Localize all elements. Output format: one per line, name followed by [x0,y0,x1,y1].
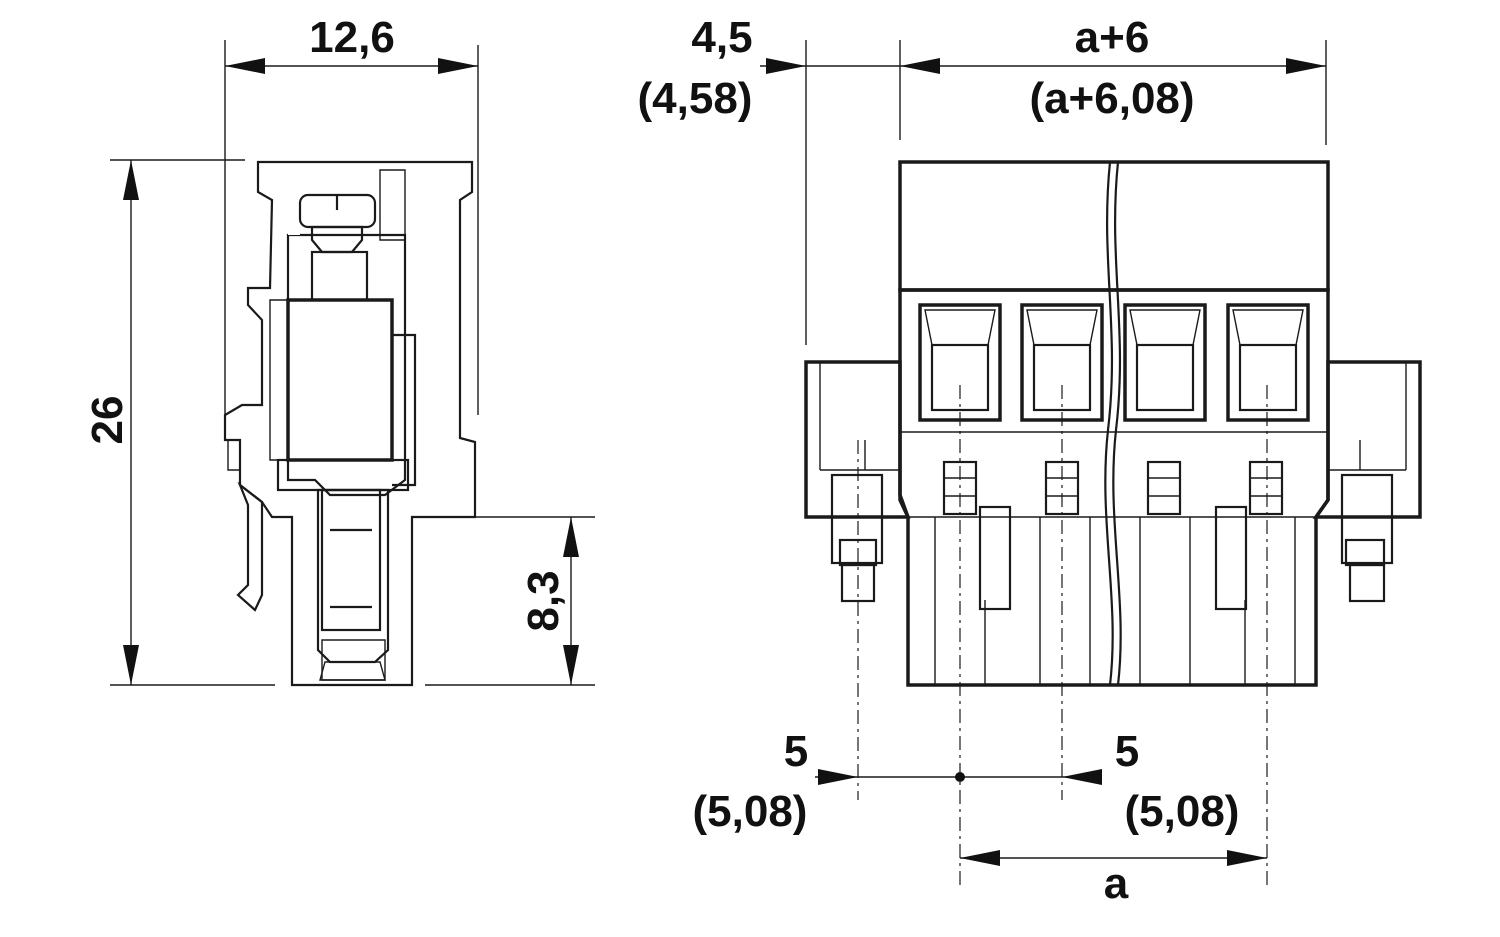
offset-label: 4,5 [691,13,752,62]
terminal-openings [918,303,1310,422]
terminal-opening [1123,303,1207,422]
pin-centerlines [857,385,1268,885]
offset-alt-label: (4,58) [638,74,753,123]
terminal-opening [1226,303,1310,422]
flange-screws [830,473,1394,603]
height-label: 26 [83,396,132,445]
test-opening [1146,460,1182,516]
side-view: 12,6 26 8,3 [83,13,595,687]
width-dimension: 12,6 [225,13,478,74]
test-opening [1248,460,1284,516]
span-label: a [1104,859,1129,908]
screw-terminal [276,193,417,681]
terminal-opening [918,303,1002,422]
pin-length-dimension: 8,3 [519,517,579,685]
overall-width-dimension: a+6 (a+6,08) [900,13,1326,123]
offset-dimension: 4,5 (4,58) [638,13,900,123]
overall-width-alt-label: (a+6,08) [1029,74,1194,123]
pitch-right-label: 5 [1115,727,1139,776]
terminal-opening [1020,303,1104,422]
overall-width-label: a+6 [1075,13,1150,62]
pitch-right-alt-label: (5,08) [1125,787,1240,836]
pin-length-label: 8,3 [519,570,568,631]
connector-body [804,160,1422,687]
front-view: 4,5 (4,58) a+6 (a+6,08) [638,13,1422,908]
pitch-dimension: 5 (5,08) 5 (5,08) [693,727,1240,836]
span-dimension: a [960,850,1267,908]
pitch-left-alt-label: (5,08) [693,787,808,836]
width-label: 12,6 [309,13,395,62]
height-dimension: 26 [83,160,139,685]
pitch-left-label: 5 [784,727,808,776]
